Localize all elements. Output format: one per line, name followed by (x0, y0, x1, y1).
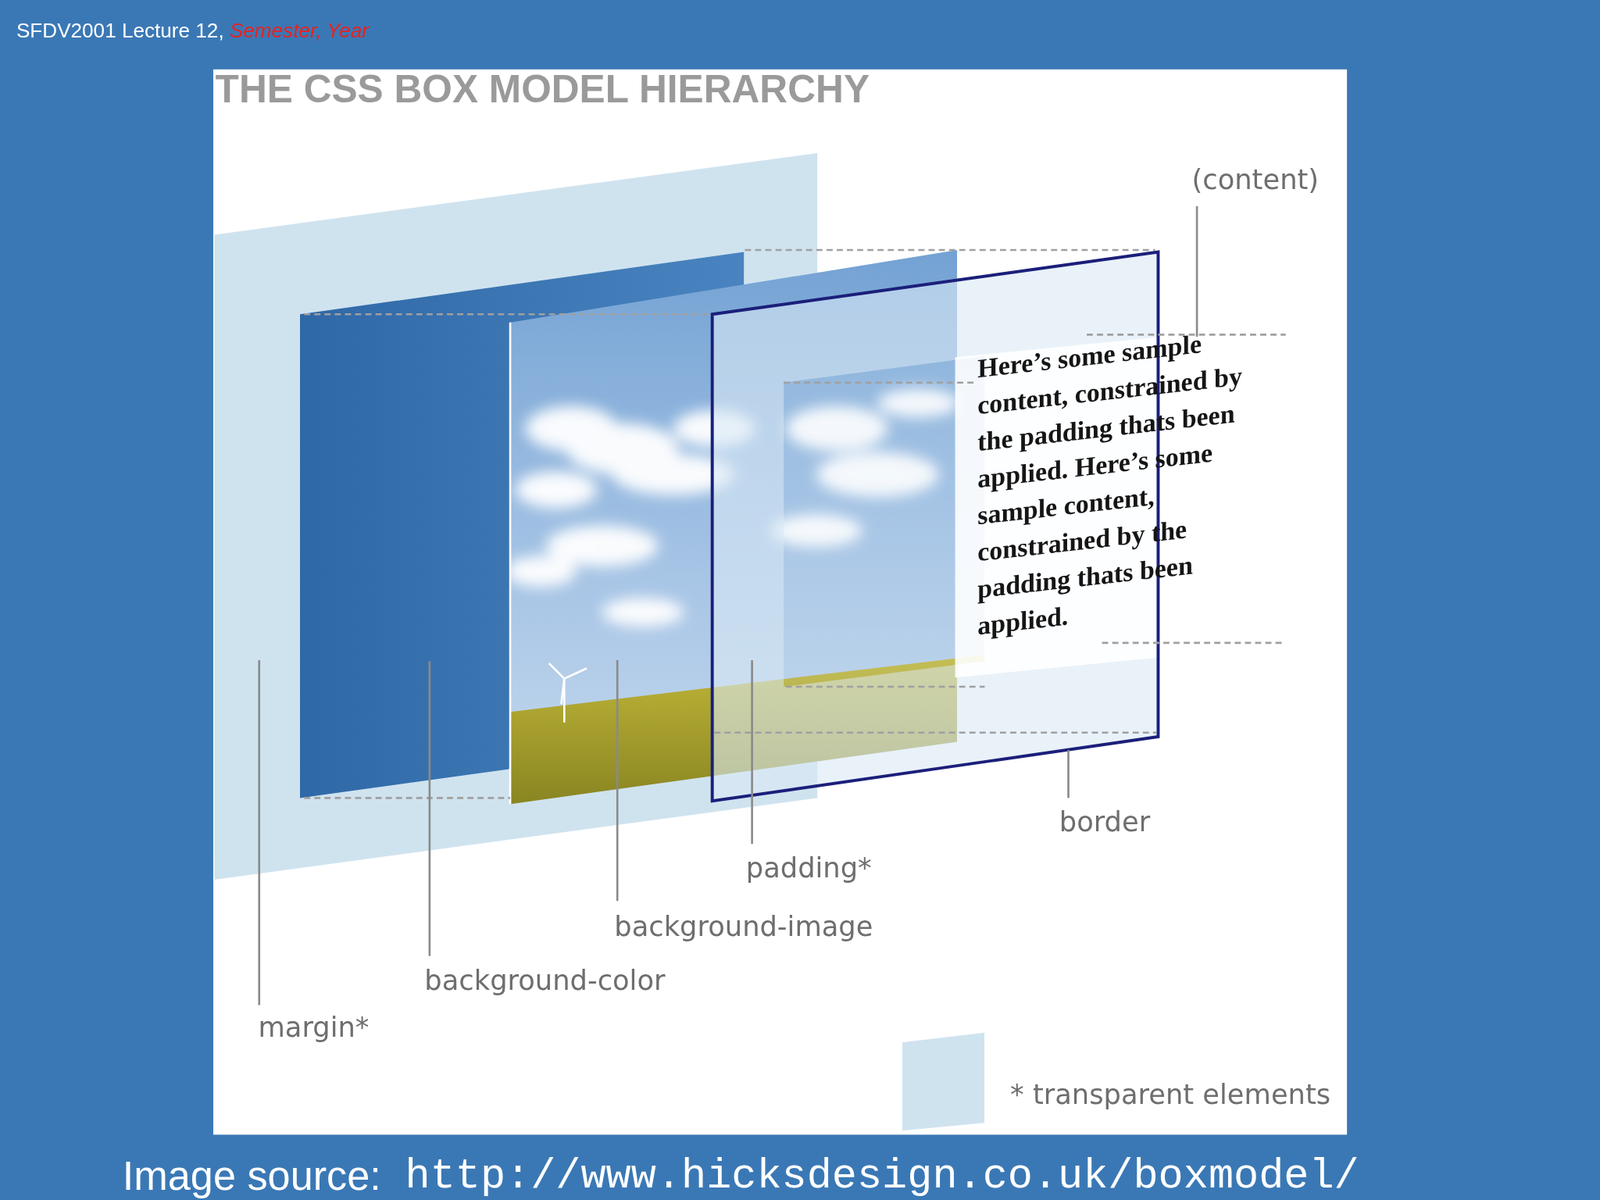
content-text: Here’s some sample content, constrained … (977, 316, 1284, 645)
part-label: background-color (424, 962, 665, 1000)
slide-header: SFDV2001 Lecture 12, (16, 17, 225, 44)
guide-lines (303, 250, 1286, 798)
part-label: padding* (746, 850, 872, 887)
part-label: background-image (614, 907, 873, 945)
part-label: margin* (257, 1009, 369, 1047)
diagram-title: THE CSS BOX MODEL HIERARCHY (215, 65, 870, 113)
legend-swatch (902, 1032, 986, 1131)
part-label: (content) (1192, 160, 1320, 198)
slide-header-placeholder: Semester, Year (229, 17, 369, 44)
caption-text: Image source: (122, 1150, 382, 1200)
white-panel (213, 69, 1347, 1136)
inner-photo (489, 224, 1000, 837)
part-label: border (1059, 803, 1150, 841)
content-box: Here’s some sample content, constrained … (977, 316, 1284, 645)
plane-edge (509, 322, 512, 804)
source-url: http://www.hicksdesign.co.uk/boxmodel/ (405, 1150, 1360, 1200)
legend-text: * transparent elements (1010, 1076, 1331, 1114)
